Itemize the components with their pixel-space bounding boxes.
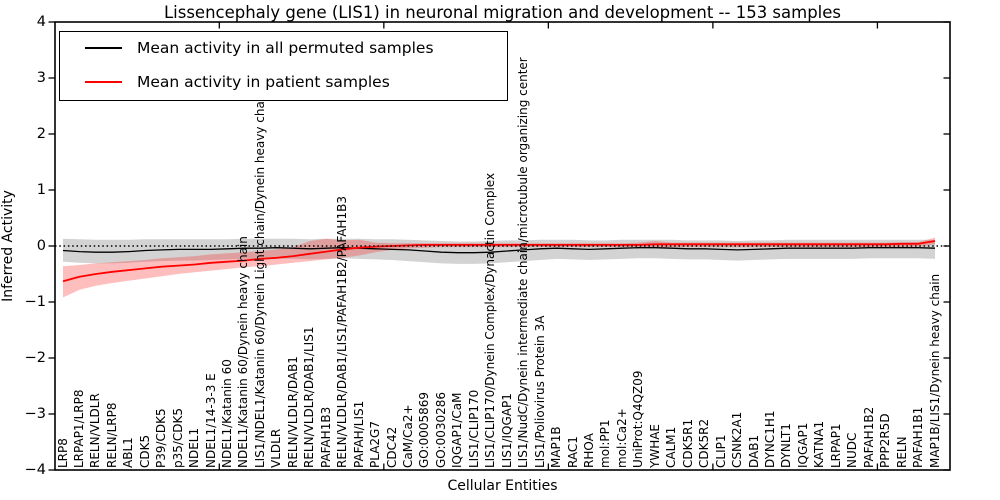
legend-label-patient: Mean activity in patient samples — [137, 73, 390, 91]
legend-swatch-patient-line — [85, 81, 122, 83]
patient-confidence-band — [63, 237, 935, 298]
y-tick-label: 0 — [36, 238, 46, 254]
y-tick-label: −3 — [24, 406, 46, 422]
patient-mean-line — [62, 240, 936, 283]
legend: Mean activity in all permuted samples Me… — [59, 31, 508, 101]
legend-item-permuted: Mean activity in all permuted samples — [60, 39, 507, 57]
legend-label-permuted: Mean activity in all permuted samples — [137, 39, 434, 57]
y-tick-label: 4 — [36, 14, 46, 30]
permuted-mean-line — [62, 247, 936, 254]
y-tick-label: 2 — [36, 126, 46, 142]
x-axis-title: Cellular Entities — [447, 478, 558, 494]
y-tick-label: 3 — [36, 70, 46, 86]
y-tick-label: −4 — [24, 462, 46, 478]
y-tick-label: 1 — [36, 182, 46, 198]
y-tick-label: −2 — [24, 350, 46, 366]
y-tick-label: −1 — [24, 294, 46, 310]
legend-item-patient: Mean activity in patient samples — [60, 73, 507, 91]
legend-swatch-permuted-line — [85, 47, 122, 49]
chart-title: Lissencephaly gene (LIS1) in neuronal mi… — [163, 3, 842, 22]
